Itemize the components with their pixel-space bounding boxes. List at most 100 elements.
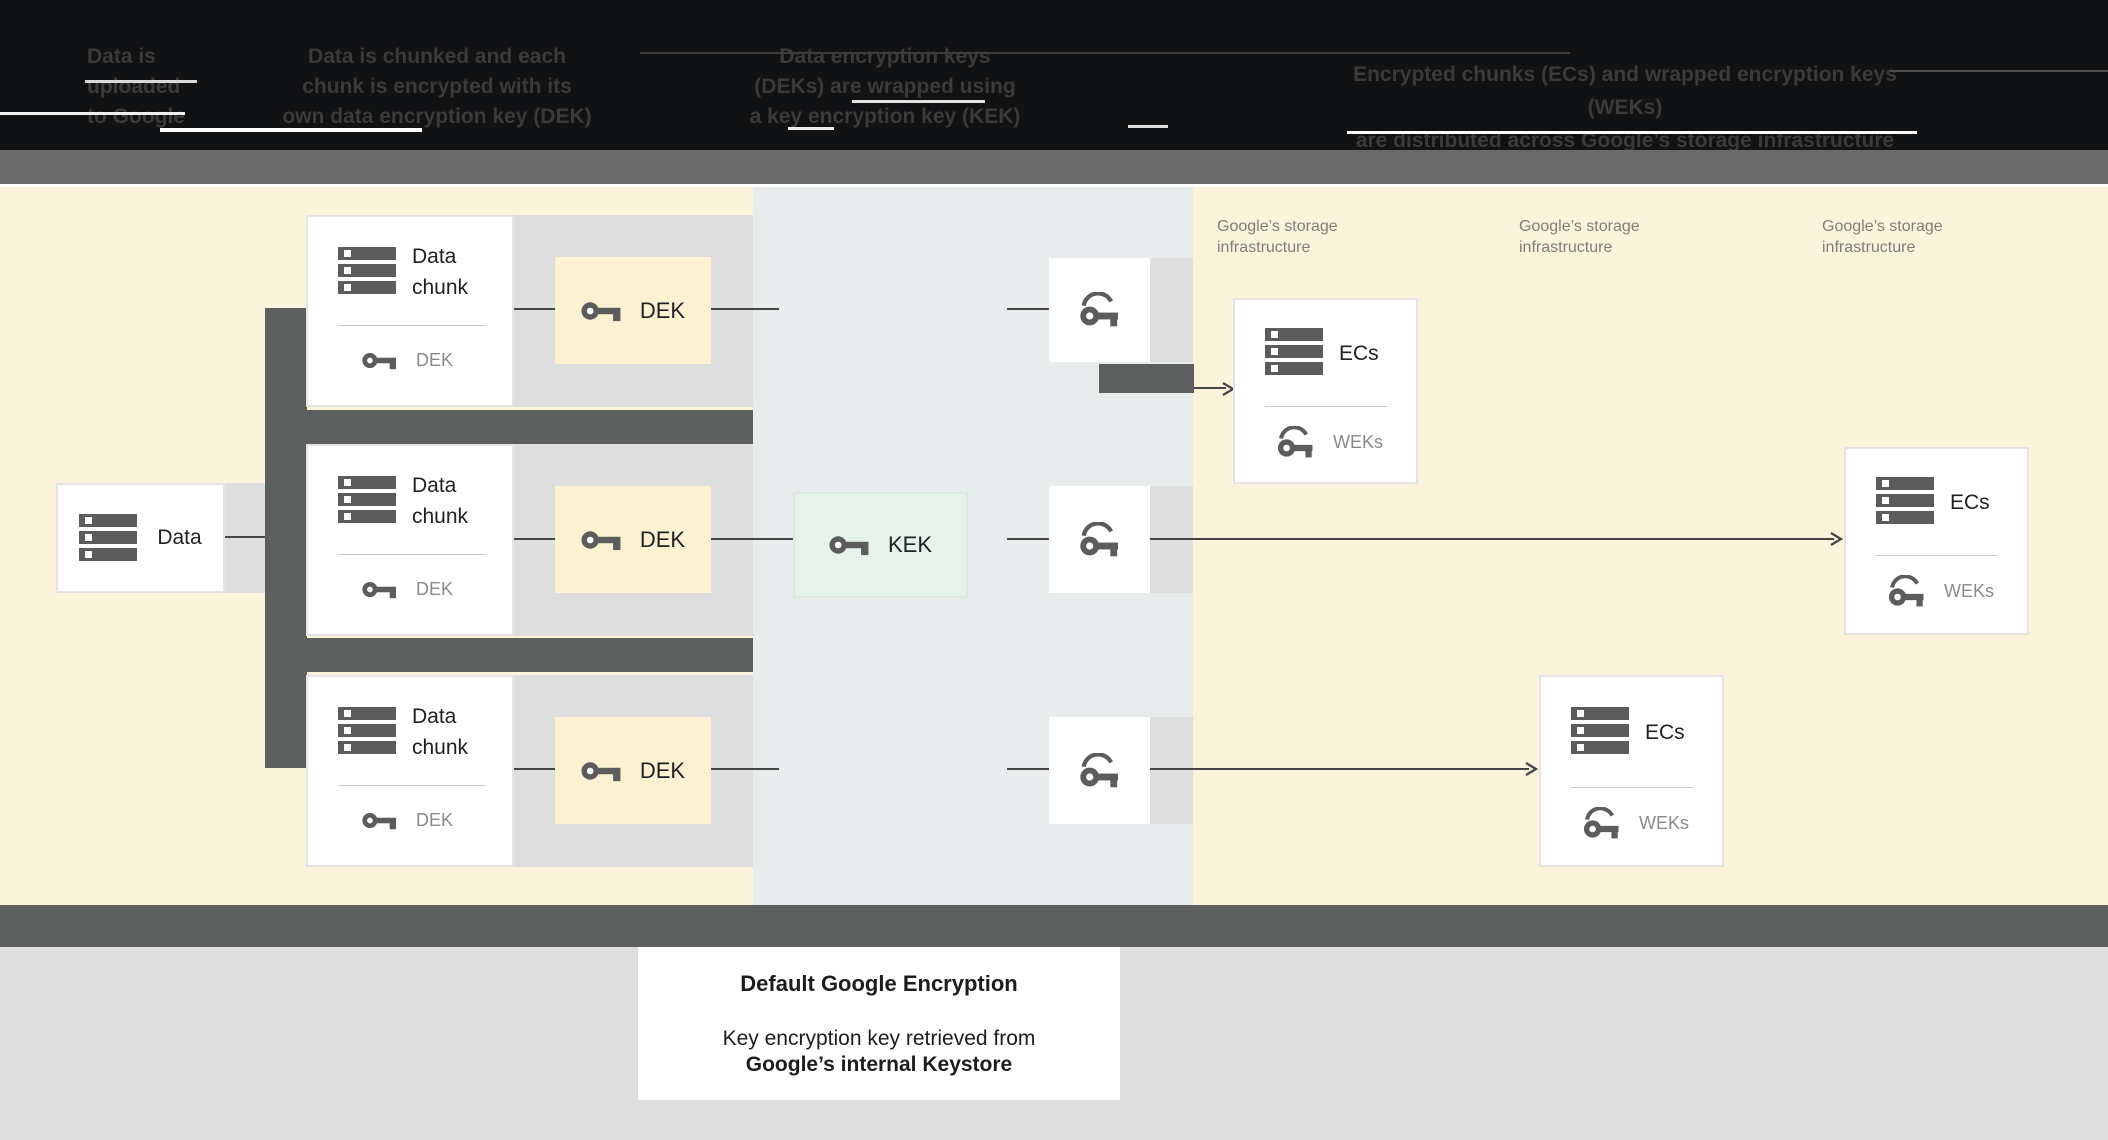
data-stack-icon (338, 707, 396, 754)
chunk-dek-label: DEK (416, 579, 454, 599)
wrapped-key-icon (1277, 426, 1313, 458)
wrapped-key-icon (1886, 575, 1928, 608)
weks-label: WEKs (1333, 432, 1384, 452)
legend-box: Default Google Encryption Key encryption… (638, 947, 1120, 1100)
wrapped-key-icon (1077, 521, 1123, 558)
ecs-box-2: ECs WEKs (1844, 447, 2029, 635)
redaction-streak (0, 112, 185, 115)
banner-step-2-line: own data encryption key (DEK) (282, 105, 592, 128)
legend-line2: Google’s internal Keystore (745, 1053, 1013, 1076)
key-icon (362, 579, 400, 600)
dek-box-label: DEK (639, 526, 686, 552)
arrowhead-row3 (1524, 761, 1538, 777)
divider (338, 325, 486, 326)
key-icon (362, 812, 397, 830)
key-icon (581, 528, 625, 552)
redaction-streak (640, 52, 1570, 54)
key-icon (581, 761, 621, 781)
dek-box-label: DEK (639, 757, 686, 783)
storage-label-line: infrastructure (1822, 239, 1916, 256)
banner-step-2-line: Data is chunked and each (308, 45, 566, 68)
banner-step-4-line: Encrypted chunks (ECs) and wrapped encry… (1353, 63, 1897, 119)
banner-step-4-line: are distributed across Google’s storage … (1355, 129, 1895, 152)
ecs-box-3: ECs WEKs (1539, 675, 1724, 867)
banner-step-3: Data encryption keys (DEKs) are wrapped … (740, 42, 1030, 132)
banner-step-4: Encrypted chunks (ECs) and wrapped encry… (1318, 58, 1932, 157)
data-chunk-label: Data chunk (412, 470, 468, 532)
key-icon (829, 533, 873, 557)
key-icon (362, 352, 397, 370)
redaction-streak (1890, 70, 2108, 72)
divider (338, 785, 486, 786)
data-chunk-box-2: Data chunk DEK (306, 444, 514, 636)
wrapped-key-icon (1275, 426, 1317, 459)
wrapped-key-icon (1581, 807, 1623, 840)
ecs-label: ECs (1339, 342, 1379, 365)
storage-label-line: Google’s storage (1217, 218, 1338, 235)
redaction-streak (85, 80, 197, 83)
banner-step-3-line: a key encryption key (KEK) (749, 105, 1021, 128)
trunk-connector (265, 308, 307, 768)
redaction-streak (852, 100, 985, 103)
divider (1876, 555, 1998, 556)
arrowhead-icon (1525, 762, 1538, 776)
divider (1571, 787, 1693, 788)
data-stack-icon (1571, 707, 1631, 755)
wrapped-key-icon (1583, 807, 1619, 839)
wrapped-key-icon (1079, 752, 1118, 787)
connector-line (514, 308, 555, 310)
connector-line (225, 536, 265, 538)
connector-line (1194, 387, 1226, 389)
connector-line (1007, 308, 1049, 310)
row1-key-band (1150, 258, 1193, 362)
chunk-dek-row: DEK (362, 350, 453, 371)
weks-label: WEKs (1944, 581, 1995, 601)
data-chunk-label: Data chunk (412, 241, 468, 303)
key-icon (581, 301, 621, 321)
separator-bar-top (0, 150, 2108, 184)
data-stack-icon (338, 247, 396, 294)
redaction-streak (1128, 125, 1168, 128)
row-connector-2 (307, 638, 753, 672)
key-icon (581, 759, 625, 783)
banner-step-1-line: Data is (87, 45, 156, 68)
data-chunk-label-line: Data (412, 245, 457, 268)
weks-label: WEKs (1639, 813, 1690, 833)
storage-label-line: Google’s storage (1822, 218, 1943, 235)
divider (1265, 406, 1387, 407)
data-chunk-label-line: Data (412, 474, 457, 497)
weks-row: WEKs (1581, 807, 1689, 840)
wrap-key-box-2 (1049, 486, 1150, 593)
dek-box-3: DEK (555, 717, 711, 824)
data-stack-icon (79, 514, 138, 561)
ecs-label: ECs (1645, 721, 1685, 744)
key-icon (829, 536, 869, 556)
divider (338, 554, 486, 555)
separator-bar-bottom (0, 905, 2108, 947)
chunk-dek-row: DEK (362, 579, 453, 600)
data-chunk-label-line: chunk (412, 505, 469, 528)
wrapped-key-icon (1077, 752, 1123, 789)
wrap-key-box-3 (1049, 717, 1150, 824)
dek-box-1: DEK (555, 257, 711, 364)
connector-line (1150, 538, 1834, 540)
connector-line (711, 308, 779, 310)
data-stack-icon (338, 247, 398, 295)
key1-connector (1099, 364, 1194, 393)
wrap-key-box-1 (1049, 258, 1150, 362)
banner-step-2-line: chunk is encrypted with its (302, 75, 572, 98)
connector-line (514, 538, 555, 540)
chunk-dek-label: DEK (416, 350, 454, 370)
ecs-box-1: ECs WEKs (1233, 298, 1418, 484)
banner-step-3-line: (DEKs) are wrapped using (754, 75, 1016, 98)
data-chunk-label-line: chunk (412, 276, 469, 299)
storage-label-line: Google’s storage (1519, 218, 1640, 235)
data-chunk-label-line: chunk (412, 736, 469, 759)
data-stack-icon (1265, 328, 1323, 375)
banner-step-3-line: Data encryption keys (779, 45, 991, 68)
wrapped-key-icon (1888, 575, 1924, 607)
data-stack-icon (338, 476, 396, 523)
connector-line (711, 768, 779, 770)
legend-title: Default Google Encryption (740, 971, 1018, 996)
